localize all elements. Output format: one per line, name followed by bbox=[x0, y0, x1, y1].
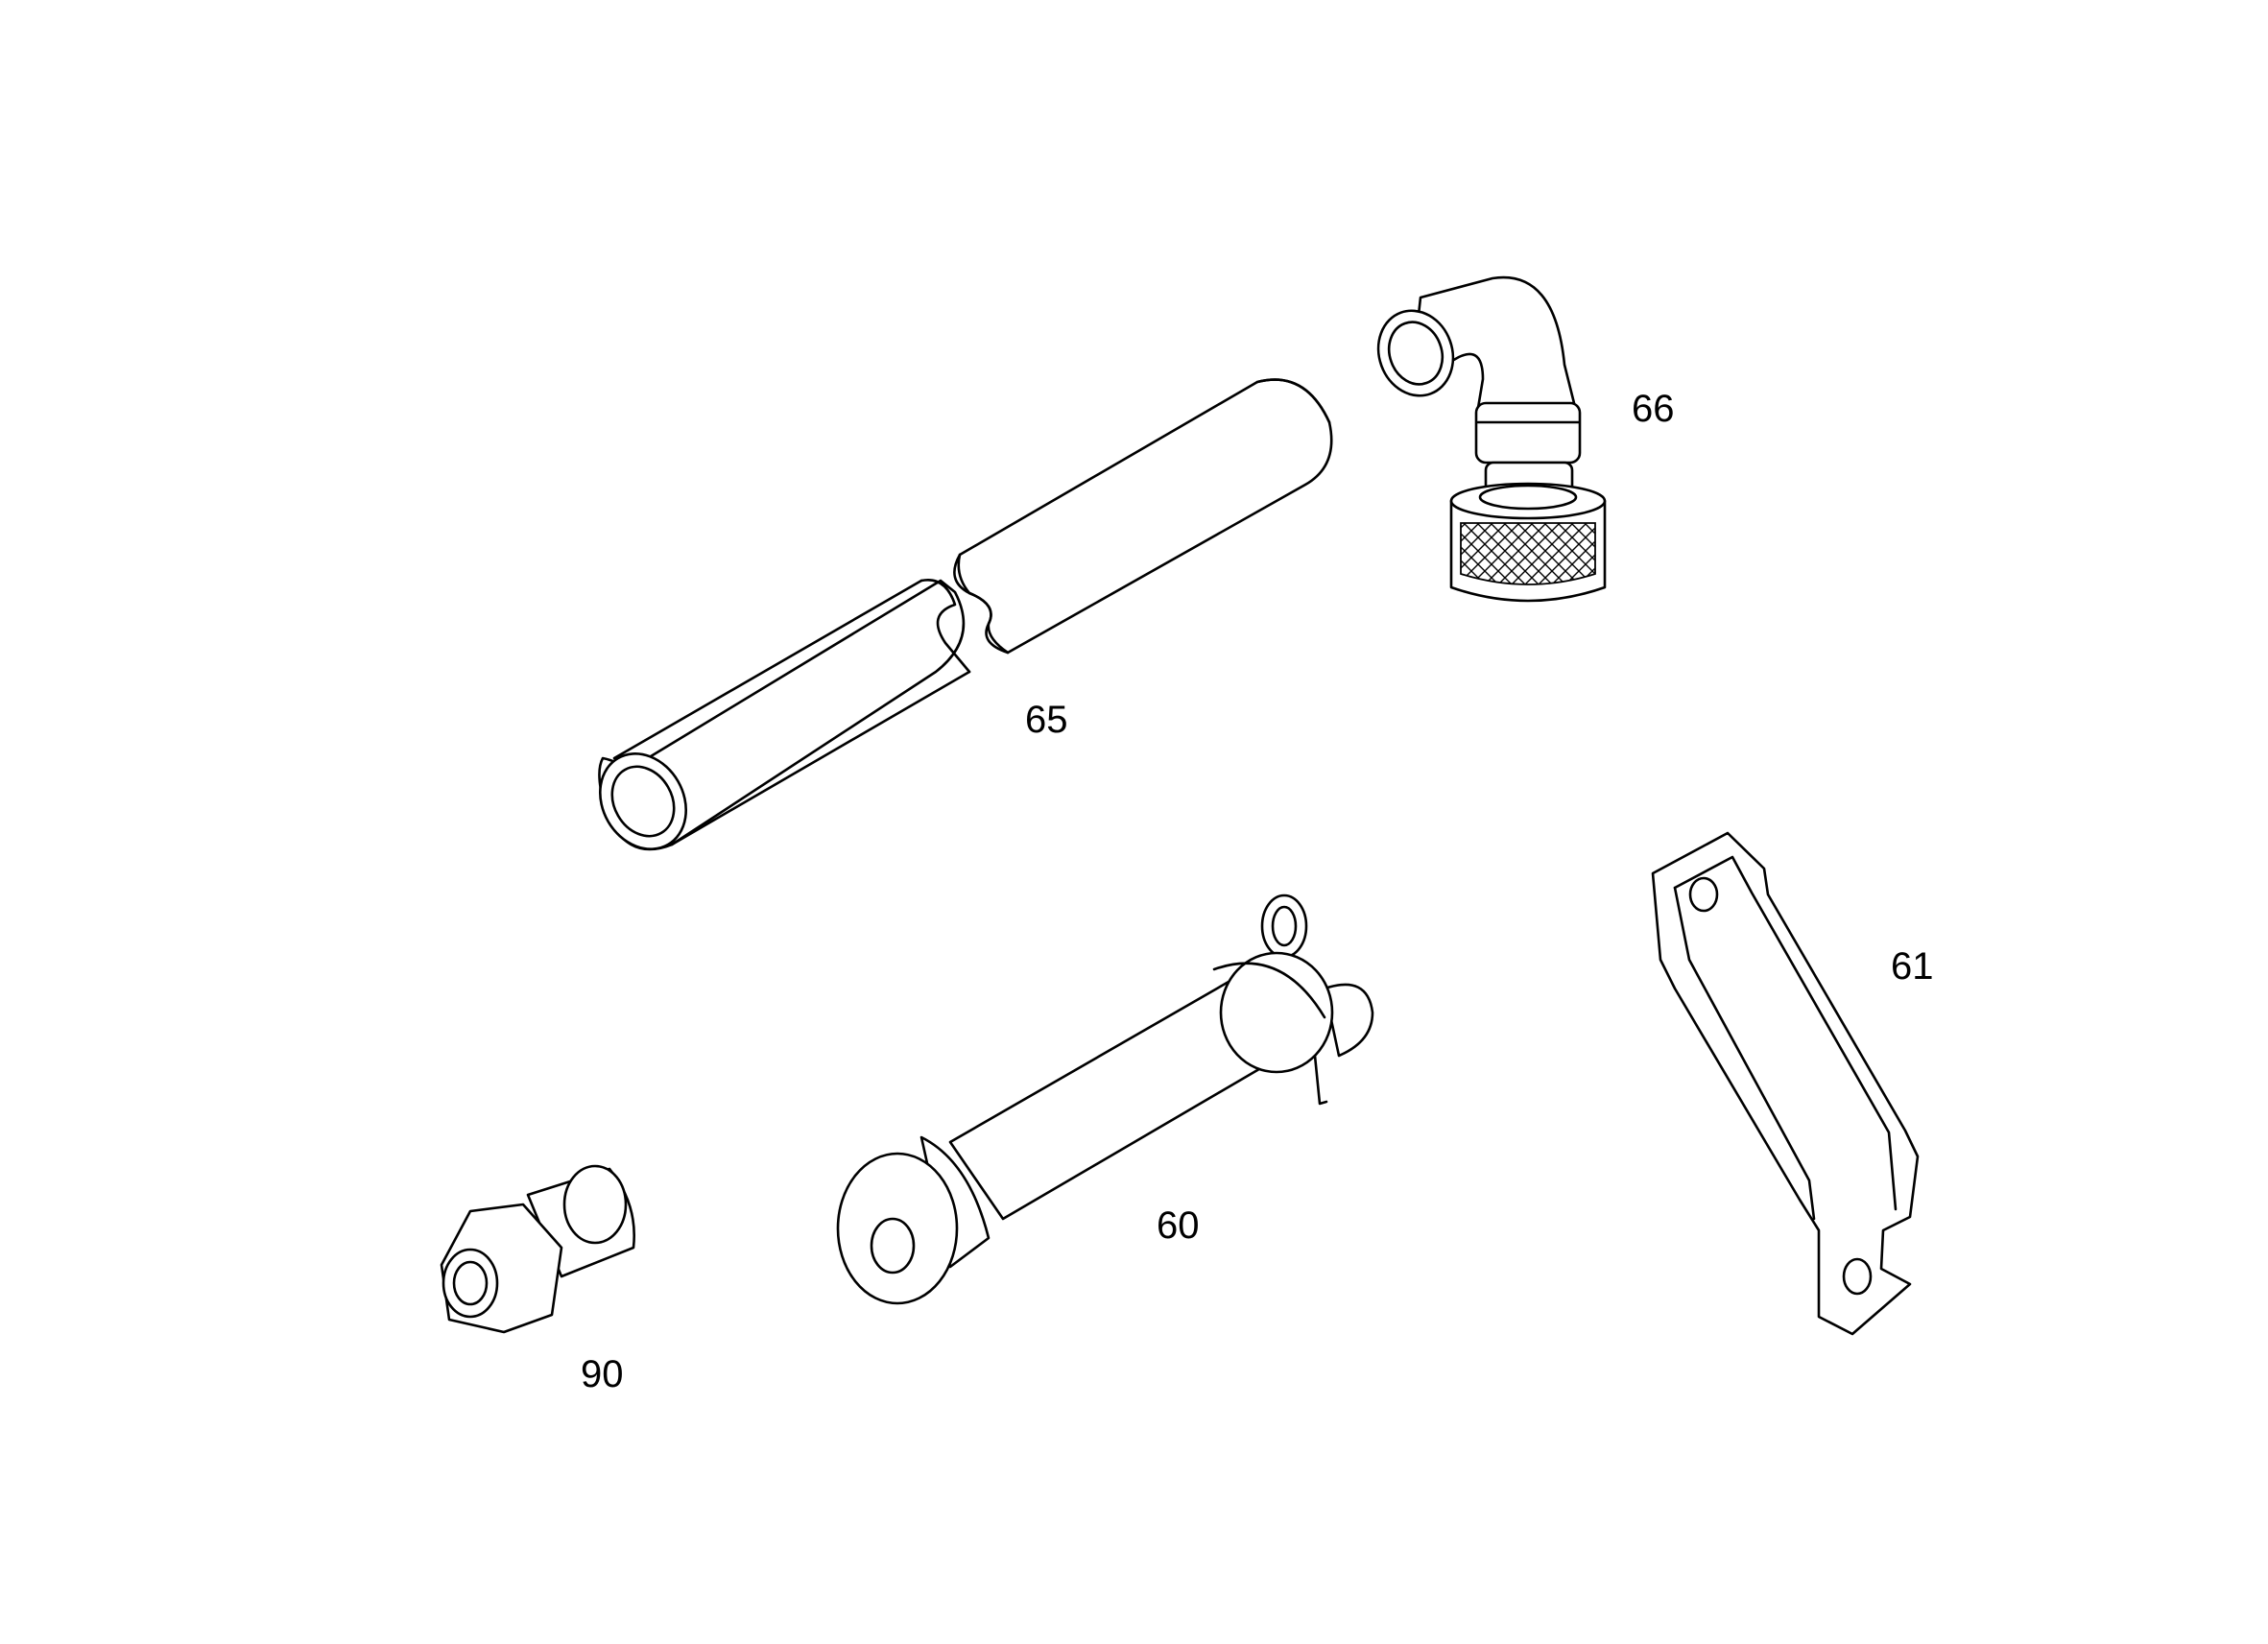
part-61-bracket bbox=[1651, 831, 1920, 1336]
callout-66: 66 bbox=[1632, 388, 1675, 430]
callout-61: 61 bbox=[1891, 945, 1934, 988]
part-60-pin bbox=[836, 893, 1374, 1305]
part-66-elbow-fitting bbox=[1376, 275, 1607, 603]
callout-60: 60 bbox=[1157, 1204, 1200, 1247]
callout-90: 90 bbox=[581, 1353, 624, 1395]
callout-65: 65 bbox=[1025, 699, 1068, 741]
part-65-pipe bbox=[598, 378, 1333, 851]
part-90-hex-fitting bbox=[440, 1164, 635, 1334]
